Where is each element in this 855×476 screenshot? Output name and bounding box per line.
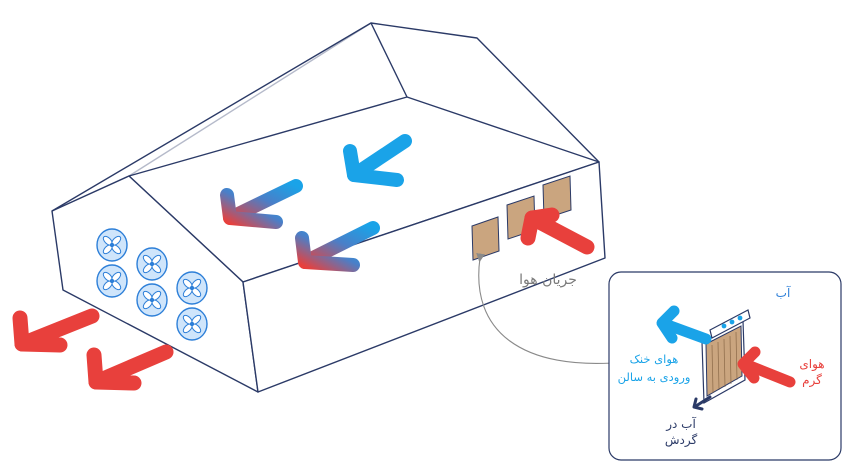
exhaust-arrow [12,308,100,353]
detail-connector [476,253,627,364]
gradient-arrow [220,179,303,229]
blue-arrow [343,134,412,187]
cooling-pad-detail [701,309,751,405]
airflow-label: جریان هوا [519,272,577,288]
exhaust-fan-icon [96,228,128,262]
water-label: آب [776,285,791,300]
warm-air-label-line2: گرم [802,373,822,388]
cool-air-label-line1: هوای خنک [630,352,679,367]
recirc-water-label-line2: گردش [665,433,698,448]
gradient-arrow [295,221,380,272]
exhaust-fan-icon [136,283,168,317]
exhaust-fan-icon [176,307,208,341]
cool-air-label-line2: ورودی به سالن [618,370,691,385]
warm-air-label-line1: هوای [799,357,824,372]
recirc-water-label-line1: آب در [665,416,696,432]
cooling-pad-icon [471,216,500,261]
warm-air-arrow [737,346,796,388]
exhaust-fan-icon [96,264,128,298]
recirc-water-arrow [692,395,712,411]
exhaust-arrow [86,344,174,391]
exhaust-fan-icon [176,271,208,305]
exhaust-fan-icon [136,247,168,281]
airflow-arrows-red [12,207,595,391]
airflow-arrows-roof [220,134,412,272]
cool-air-arrow [656,305,712,345]
detail-inset: آب هوای گرم هوای خنک ورودی به سالن آب در… [608,271,842,461]
roof-back [51,22,600,212]
warm-air-inlet-arrow [520,207,595,255]
exhaust-fans [96,228,208,341]
ridge-line [370,22,408,98]
